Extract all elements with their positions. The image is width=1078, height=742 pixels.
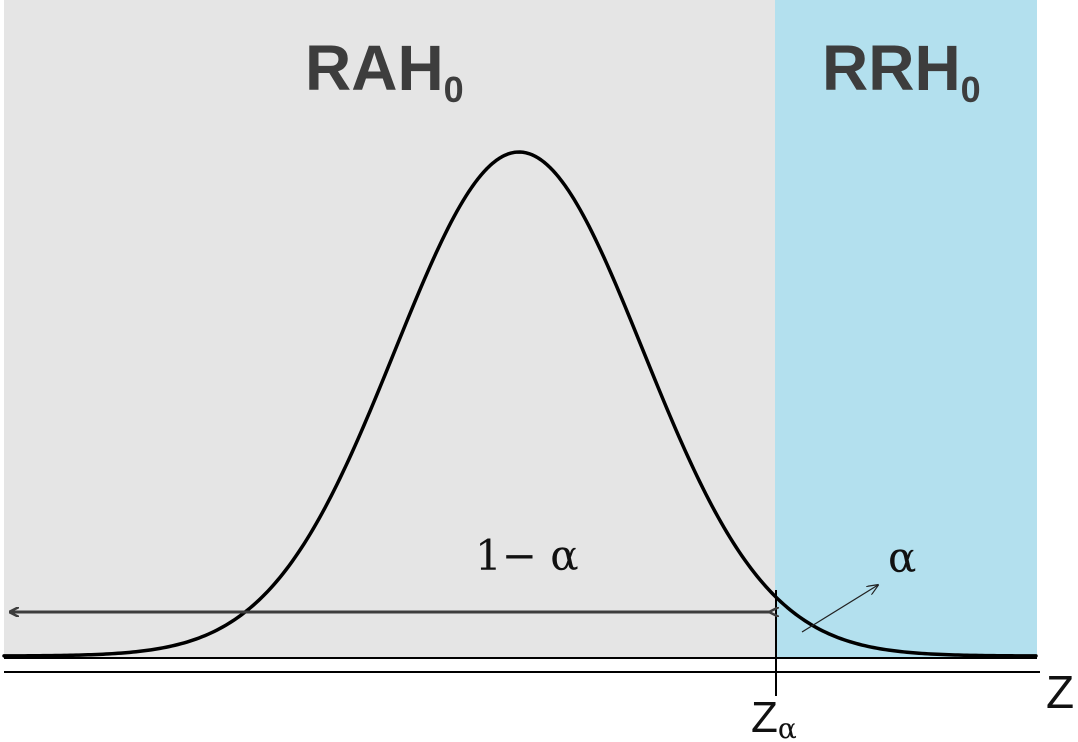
- rejection-label-main: RRH: [822, 32, 961, 104]
- critical-value-subscript: α: [778, 712, 797, 742]
- acceptance-label-main: RAH: [305, 32, 444, 104]
- rejection-region: [775, 0, 1037, 658]
- rejection-label-subscript: 0: [961, 69, 981, 110]
- critical-value-label: Zα: [751, 693, 797, 742]
- normal-density-curve: [2, 150, 1038, 658]
- acceptance-region: [4, 0, 775, 658]
- alpha-pointer-arrow: [801, 585, 878, 633]
- z-axis-label: Z: [1046, 666, 1074, 718]
- rejection-region-label: RRH0: [822, 32, 981, 110]
- acceptance-region-label: RAH0: [305, 32, 464, 110]
- critical-value-main: Z: [751, 693, 778, 742]
- acceptance-label-subscript: 0: [444, 69, 464, 110]
- alpha-label: α: [888, 533, 916, 582]
- confidence-level-label: 1− α: [475, 531, 579, 580]
